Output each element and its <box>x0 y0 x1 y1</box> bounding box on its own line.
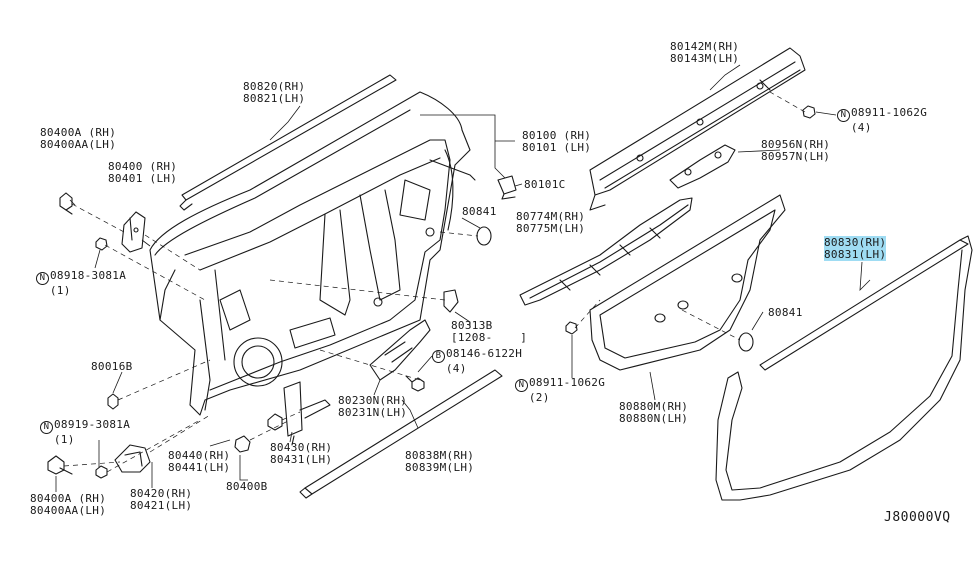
label-80430: 80430(RH)80431(LH) <box>270 441 333 466</box>
label-80774m: 80774M(RH)80775M(LH) <box>516 210 586 235</box>
leader-08146 <box>417 355 433 373</box>
n-circle-icon: N <box>837 109 850 122</box>
door-inner-seal <box>589 194 786 371</box>
label-80016b: 80016B <box>91 360 133 373</box>
leader-80101c <box>514 183 523 187</box>
n-circle-icon: N <box>40 421 53 434</box>
label-80230n: 80230N(RH)80231N(LH) <box>338 394 408 419</box>
label-80880m: 80880M(RH)80880N(LH) <box>619 400 689 425</box>
clip-80101c-part <box>497 175 517 200</box>
diagram-code: J80000VQ <box>884 510 951 525</box>
regulator-bracket <box>369 319 431 381</box>
leader-80820 <box>269 105 301 141</box>
bolt-08146 <box>405 375 425 392</box>
dash-bolt-bottom <box>63 461 121 467</box>
dash-grommet-right <box>681 309 741 341</box>
bolt-top-left <box>59 192 73 215</box>
n-circle-icon: N <box>36 272 49 285</box>
leader-80440 <box>209 439 231 447</box>
label-80400: 80400 (RH)80401 (LH) <box>108 160 178 185</box>
leader-80880m <box>649 371 656 401</box>
leader-80400b <box>239 455 248 481</box>
bolt-bottom-left <box>47 455 73 475</box>
label-80142m: 80142M(RH)80143M(LH) <box>670 40 740 65</box>
leader-80313b <box>454 311 471 326</box>
window-molding-strip <box>179 74 397 211</box>
leader-80400 <box>141 239 151 247</box>
dash-hinge-upper <box>104 244 206 301</box>
leader-80230n <box>373 379 381 396</box>
lower-reinforcement <box>519 197 693 306</box>
leader-80100 <box>420 114 515 179</box>
dash-lock <box>269 279 446 301</box>
dash-hinge-to-door <box>144 234 201 271</box>
label-80820: 80820(RH)80821(LH) <box>243 80 306 105</box>
edge-bracket <box>429 159 476 181</box>
upper-hinge <box>121 211 146 253</box>
grommet-left <box>476 226 492 246</box>
b-circle-icon: B <box>432 350 445 363</box>
door-check-link <box>283 381 331 446</box>
weatherstrip-outer <box>715 235 973 501</box>
label-80830-highlighted: 80830(RH)80831(LH) <box>824 236 887 261</box>
label-80440: 80440(RH)80441(LH) <box>168 449 231 474</box>
leader-80841-left <box>461 217 481 229</box>
label-80420: 80420(RH)80421(LH) <box>130 487 193 512</box>
dash-hinge-bolt-top <box>71 203 125 233</box>
label-80838m: 80838M(RH)80839M(LH) <box>405 449 475 474</box>
label-80313b: 80313B[1208- ] <box>451 319 528 344</box>
dash-hinge-lower-2 <box>149 414 211 453</box>
leader-80016b <box>112 371 123 394</box>
label-80400a-bot: 80400A (RH)80400AA(LH) <box>30 492 107 517</box>
door-lock-part <box>443 289 459 313</box>
n-circle-icon: N <box>515 379 528 392</box>
leader-08911-top <box>815 111 837 116</box>
reinforcement-beam <box>589 47 806 211</box>
label-80101c: 80101C <box>524 178 566 191</box>
dash-80016b <box>117 359 211 401</box>
nut-mid <box>565 321 578 335</box>
label-80841-right: 80841 <box>768 306 803 319</box>
lower-hinge <box>114 444 151 473</box>
leader-08918 <box>94 249 101 269</box>
door-panel <box>149 91 471 416</box>
dash-80400b <box>249 419 291 441</box>
leader-80400a-top <box>69 199 76 206</box>
nut-left-upper <box>95 237 108 251</box>
leader-80838m <box>401 399 419 429</box>
side-bracket <box>669 144 736 189</box>
dash-nut-mid <box>574 299 601 329</box>
leader-80841-right <box>751 311 764 331</box>
leader-80142m <box>709 64 741 91</box>
bolt-80440 <box>267 413 283 431</box>
nut-left-lower <box>95 465 108 479</box>
label-80841-left: 80841 <box>462 205 497 218</box>
dash-nut-top <box>769 91 806 113</box>
leader-80430 <box>289 431 293 443</box>
dash-grommet-left <box>439 231 479 237</box>
nut-top-right <box>802 105 816 119</box>
leader-80830 <box>859 261 871 292</box>
grommet-right <box>738 332 754 352</box>
lower-sill-molding <box>299 369 503 499</box>
label-80100: 80100 (RH)80101 (LH) <box>522 129 592 154</box>
leader-80956n <box>737 149 781 153</box>
bolt-80016b <box>107 393 119 410</box>
label-80400b: 80400B <box>226 480 268 493</box>
label-80400a-top: 80400A (RH)80400AA(LH) <box>40 126 117 151</box>
bolt-80400b <box>234 435 251 453</box>
label-80956n: 80956N(RH)80957N(LH) <box>761 138 831 163</box>
dash-check <box>281 411 301 421</box>
